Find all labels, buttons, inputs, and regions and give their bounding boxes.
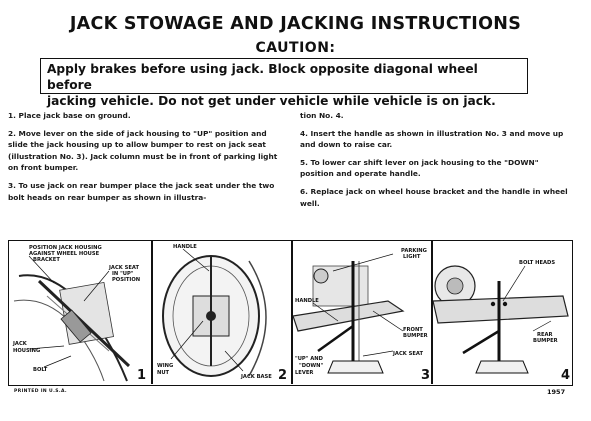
- page-title: JACK STOWAGE AND JACKING INSTRUCTIONS: [69, 14, 522, 34]
- illustration-panel-2: HANDLE WING NUT JACK BASE 2: [153, 241, 291, 384]
- illustration-panel-1: POSITION JACK HOUSING AGAINST WHEEL HOUS…: [9, 241, 151, 384]
- illustration-number-2: 2: [278, 368, 287, 383]
- label-nut: NUT: [157, 370, 170, 376]
- label-up-and: "UP" AND: [295, 356, 324, 362]
- illustration-number-3: 3: [421, 368, 430, 383]
- label-front: FRONT: [403, 327, 423, 333]
- label-jack-seat: JACK SEAT: [392, 351, 423, 357]
- illustration-number-1: 1: [137, 368, 146, 383]
- caution-line-2: jacking vehicle. Do not get under vehicl…: [47, 94, 496, 108]
- instruction-step-3-continued: tion No. 4.: [300, 111, 344, 120]
- illustration-number-4: 4: [561, 368, 570, 383]
- label-against-wheel-house: AGAINST WHEEL HOUSE: [29, 251, 100, 257]
- caution-heading: CAUTION:: [255, 40, 336, 56]
- jack-stowage-illustration: POSITION JACK HOUSING AGAINST WHEEL HOUS…: [12, 245, 146, 383]
- label-parking: PARKING: [401, 248, 427, 254]
- label-bolt-heads: BOLT HEADS: [519, 260, 555, 266]
- label-wing: WING: [157, 363, 173, 369]
- label-jack: JACK: [12, 341, 28, 347]
- label-position: POSITION: [112, 277, 140, 283]
- label-housing: HOUSING: [13, 348, 40, 354]
- illustration-panel-4: BOLT HEADS REAR BUMPER 4: [433, 241, 572, 384]
- instruction-step-6: 6. Replace jack on wheel house bracket a…: [300, 186, 568, 208]
- label-handle: HANDLE: [173, 244, 197, 250]
- caution-line-1: Apply brakes before using jack. Block op…: [47, 62, 478, 92]
- instruction-step-5: 5. To lower car shift lever on jack hous…: [300, 157, 539, 179]
- instruction-step-1: 1. Place jack base on ground.: [8, 111, 131, 120]
- year-label: 1957: [547, 388, 566, 396]
- label-bolt: BOLT: [33, 367, 48, 373]
- printed-in-usa: PRINTED IN U.S.A.: [14, 389, 68, 394]
- instructions-column-right: tion No. 4. 4. Insert the handle as show…: [300, 110, 572, 215]
- instructions-column-left: 1. Place jack base on ground. 2. Move le…: [8, 110, 283, 209]
- panel-divider: [431, 241, 433, 384]
- label-in-up: IN "UP": [112, 271, 134, 277]
- illustrations-strip: POSITION JACK HOUSING AGAINST WHEEL HOUS…: [8, 240, 573, 386]
- label-jack-seat: JACK SEAT: [108, 265, 139, 271]
- panel-divider: [151, 241, 153, 384]
- label-down: "DOWN": [299, 363, 323, 369]
- jack-base-illustration: HANDLE WING NUT JACK BASE 2: [157, 244, 287, 383]
- label-bumper: BUMPER: [533, 338, 558, 344]
- instruction-step-4: 4. Insert the handle as shown in illustr…: [300, 128, 564, 150]
- label-bracket: BRACKET: [33, 257, 60, 263]
- label-jack-base: JACK BASE: [240, 374, 272, 380]
- front-bumper-jacking-illustration: PARKING LIGHT HANDLE FRONT BUMPER JACK S…: [293, 248, 430, 383]
- rear-bumper-jacking-illustration: BOLT HEADS REAR BUMPER 4: [433, 260, 570, 383]
- label-position-jack-housing: POSITION JACK HOUSING: [29, 245, 102, 251]
- label-handle: HANDLE: [295, 298, 319, 304]
- label-rear: REAR: [537, 332, 553, 338]
- caution-box: Apply brakes before using jack. Block op…: [40, 58, 528, 108]
- label-lever: LEVER: [295, 370, 313, 376]
- panel-divider: [291, 241, 293, 384]
- label-bumper: BUMPER: [403, 333, 428, 339]
- instruction-step-3: 3. To use jack on rear bumper place the …: [8, 180, 275, 202]
- instruction-step-2: 2. Move lever on the side of jack housin…: [8, 128, 278, 173]
- label-light: LIGHT: [403, 254, 421, 260]
- illustration-panel-3: PARKING LIGHT HANDLE FRONT BUMPER JACK S…: [293, 241, 431, 384]
